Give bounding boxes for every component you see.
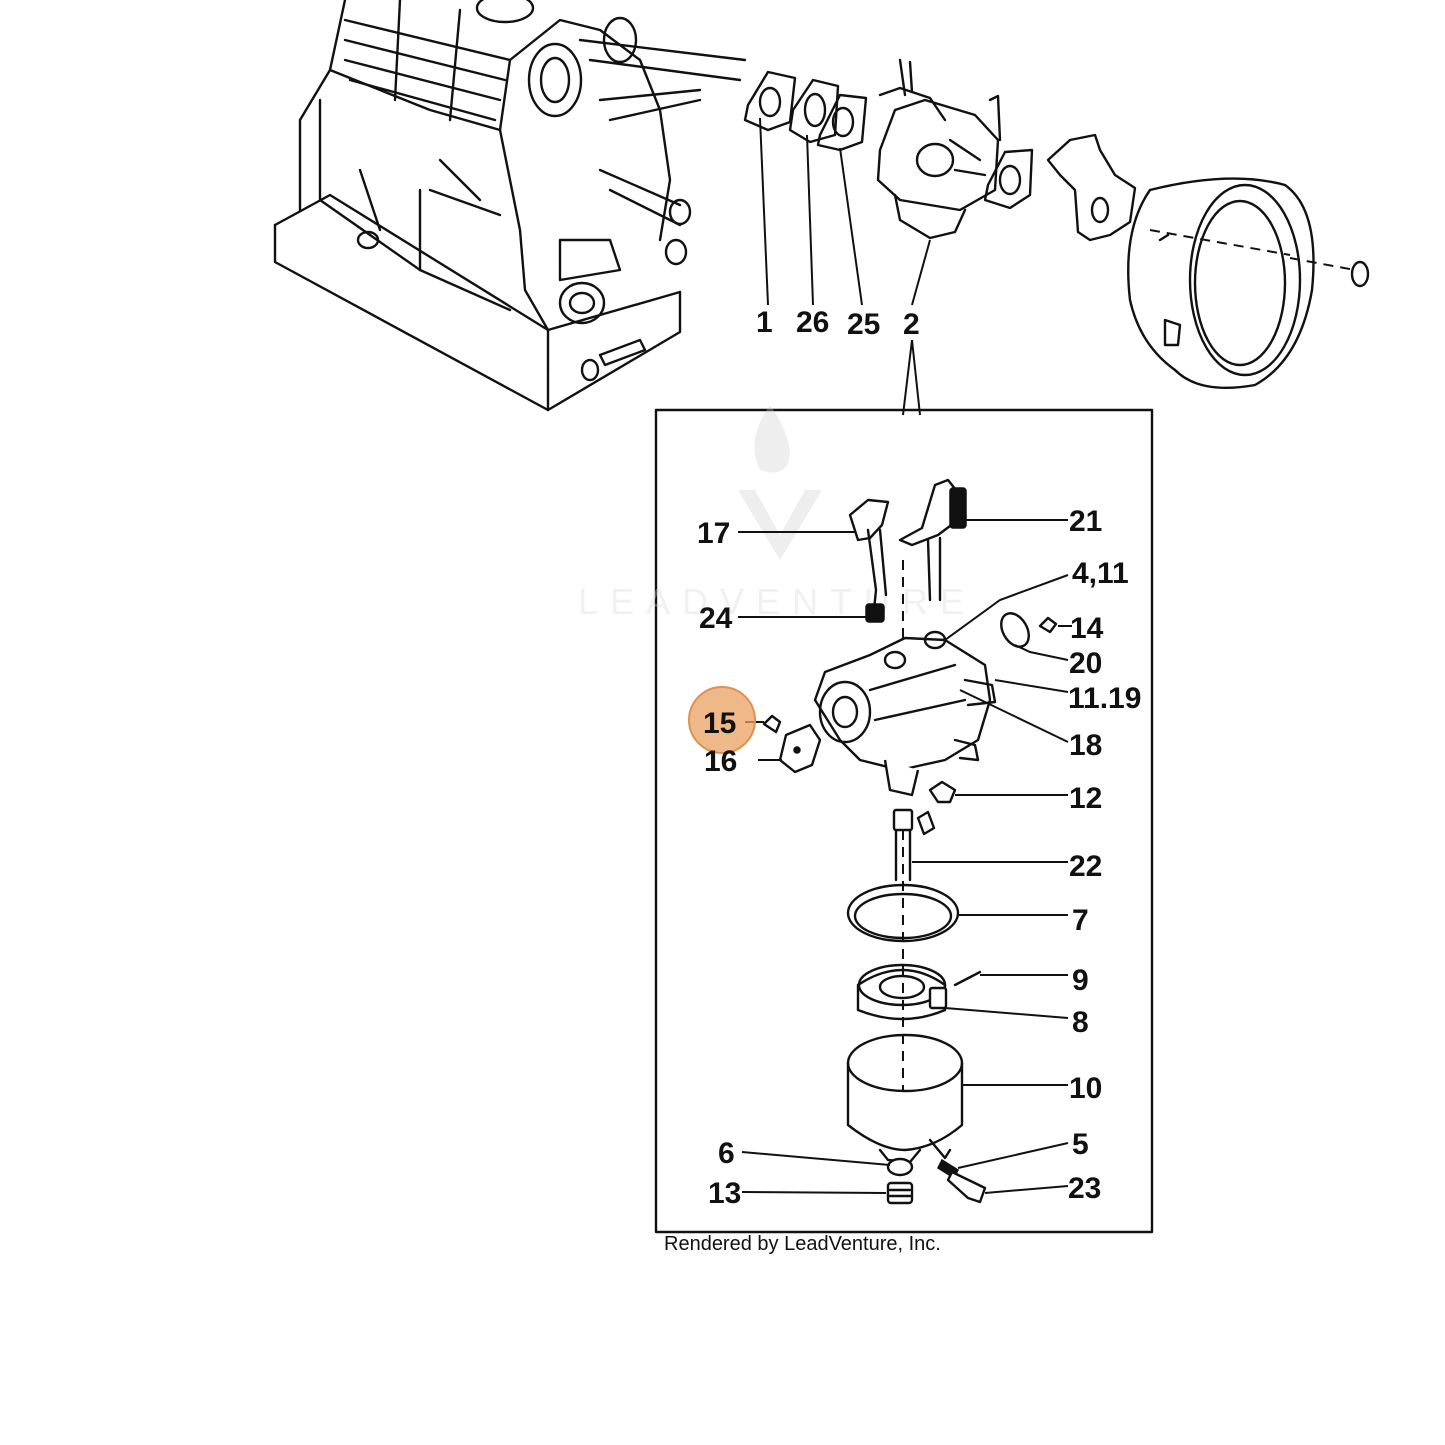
watermark-text: LEADVENTURE (578, 581, 976, 622)
callout-25[interactable]: 25 (847, 308, 880, 341)
callout-8[interactable]: 8 (1072, 1006, 1089, 1039)
part-20-diaphragm (1000, 612, 1030, 648)
callout-7[interactable]: 7 (1072, 904, 1089, 937)
part-14-screw (1038, 616, 1058, 634)
part-6-washer (886, 1157, 914, 1177)
callout-4-11[interactable]: 4,11 (1072, 557, 1129, 590)
part-12-screw (928, 780, 957, 804)
callout-21[interactable]: 21 (1069, 505, 1102, 538)
carburetor-assembly-small (876, 58, 1002, 240)
gasket-right (983, 148, 1034, 210)
part-9-float-pin (953, 970, 982, 987)
callout-26[interactable]: 26 (796, 306, 829, 339)
bracket-plate (1046, 133, 1137, 242)
callout-5[interactable]: 5 (1072, 1128, 1089, 1161)
callout-20[interactable]: 20 (1069, 647, 1102, 680)
callout-2[interactable]: 2 (903, 308, 920, 341)
part-10-fuel-bowl (846, 1033, 964, 1164)
carburetor-body (813, 630, 997, 797)
part-8-float (856, 963, 948, 1021)
gasket-1 (743, 70, 797, 132)
callout-23[interactable]: 23 (1068, 1172, 1101, 1205)
part-17-choke-shaft (848, 498, 890, 612)
callout-14[interactable]: 14 (1070, 612, 1104, 645)
part-13-drain-plug (886, 1181, 914, 1205)
part-15-screw (762, 714, 782, 734)
engine-block (273, 0, 747, 412)
detail-inset-frame (654, 408, 1154, 1234)
inset-leaders (738, 519, 1072, 1194)
callout-12[interactable]: 12 (1069, 782, 1102, 815)
callout-13[interactable]: 13 (708, 1177, 741, 1210)
callout-10[interactable]: 10 (1069, 1072, 1102, 1105)
air-cleaner-housing (1127, 177, 1370, 390)
callout-15[interactable]: 15 (703, 707, 736, 740)
leadventure-watermark: LEADVENTURE (578, 405, 976, 622)
part-24-spring (865, 603, 885, 623)
callout-11-19[interactable]: 11.19 (1068, 682, 1141, 715)
part-22-bowl-stud (892, 808, 936, 882)
gasket-25 (816, 93, 868, 152)
callout-18[interactable]: 18 (1069, 729, 1102, 762)
callout-24[interactable]: 24 (699, 602, 733, 635)
part-16-gasket-plate (778, 723, 822, 774)
callout-22[interactable]: 22 (1069, 850, 1102, 883)
callout-15-highlight (688, 686, 756, 754)
part-23-screw (946, 1170, 987, 1204)
callout-16[interactable]: 16 (704, 745, 737, 778)
footer-credit: Rendered by LeadVenture, Inc. (664, 1233, 941, 1255)
callout-6[interactable]: 6 (718, 1137, 735, 1170)
spacer-26 (788, 78, 840, 144)
callout-9[interactable]: 9 (1072, 964, 1089, 997)
part-21-throttle-lever (898, 478, 967, 602)
top-row-leaders (759, 117, 931, 416)
callout-1[interactable]: 1 (756, 306, 773, 339)
callout-17[interactable]: 17 (697, 517, 730, 550)
